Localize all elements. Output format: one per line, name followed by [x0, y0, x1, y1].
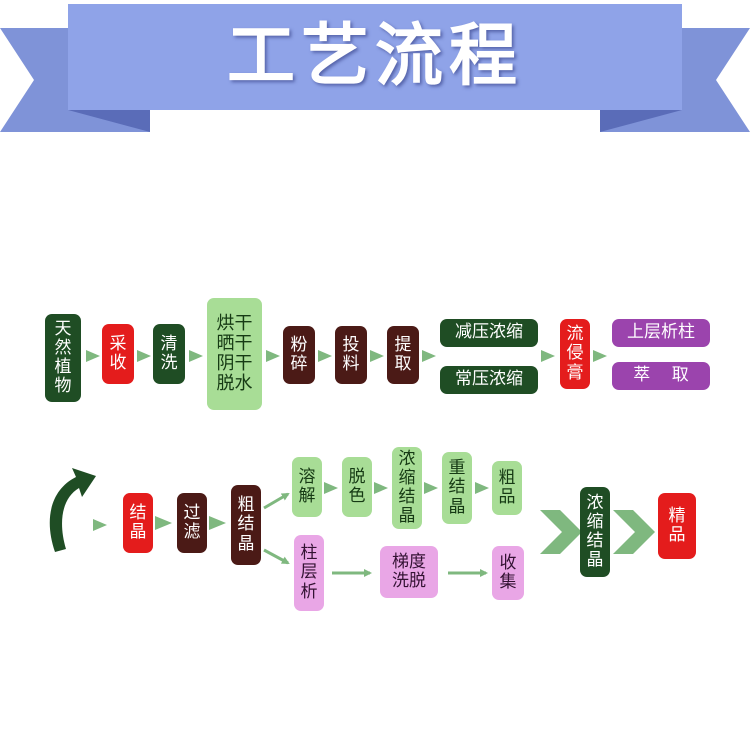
step-harvest: 采 收 [102, 324, 134, 384]
arrow-crystallize-filter [155, 516, 172, 530]
step-normal-concentrate: 常压浓缩 [440, 366, 538, 394]
arrow-dissolve-decolor [324, 482, 338, 494]
step-refined-product: 精 品 [658, 493, 696, 559]
arrow-big-1 [540, 510, 582, 554]
arrow-wash-dry [189, 350, 203, 362]
banner-main [68, 4, 682, 110]
return-curve-arrow [49, 468, 96, 552]
step-extract: 提 取 [387, 326, 419, 384]
title-banner [0, 4, 750, 132]
step-natural-plants: 天 然 植 物 [45, 314, 81, 402]
arrow-dry-crush [266, 350, 280, 362]
step-crude-crystal: 粗 结 晶 [231, 485, 261, 565]
arrow-recrystal-crude-product [475, 482, 489, 494]
step-column: 柱 层 析 [294, 535, 324, 611]
step-dry: 烘干 晒干 阴干 脱水 [207, 298, 262, 410]
step-concentrate-crystal: 浓 缩 结 晶 [392, 447, 422, 529]
arrow-feed-extract [370, 350, 384, 362]
arrow-concentrate-recrystal [424, 482, 438, 494]
arrow-crude-dissolve [263, 492, 290, 510]
arrow-start-crystallize [93, 519, 107, 531]
arrow-crude-column [263, 548, 290, 565]
step-crystallize: 结 晶 [123, 493, 153, 553]
arrow-concentrate-paste [541, 350, 555, 362]
banner-left-fold [68, 110, 150, 132]
arrow-filter-crude [209, 516, 226, 530]
banner-right-fold [600, 110, 682, 132]
arrow-extract-concentrate [422, 350, 436, 362]
arrow-plants-harvest [86, 350, 100, 362]
step-crude-product: 粗 品 [492, 461, 522, 515]
step-concentrate-crystal-final: 浓 缩 结 晶 [580, 487, 610, 577]
step-dissolve: 溶 解 [292, 457, 322, 517]
step-feed: 投 料 [335, 326, 367, 384]
arrow-crush-feed [318, 350, 332, 362]
step-extract-paste: 流 侵 膏 [560, 319, 590, 389]
arrow-big-2 [613, 510, 655, 554]
arrow-harvest-wash [137, 350, 151, 362]
step-filter: 过 滤 [177, 493, 207, 553]
step-extraction: 萃 取 [612, 362, 710, 390]
step-gradient-elution: 梯度 洗脱 [380, 546, 438, 598]
step-collect: 收 集 [492, 546, 524, 600]
step-crush: 粉 碎 [283, 326, 315, 384]
step-decolor: 脱 色 [342, 457, 372, 517]
step-wash: 清 洗 [153, 324, 185, 384]
step-recrystallize: 重 结 晶 [442, 452, 472, 524]
step-vacuum-concentrate: 减压浓缩 [440, 319, 538, 347]
step-upper-column: 上层析柱 [612, 319, 710, 347]
page-title: 工艺流程 [226, 17, 523, 96]
arrow-paste-column [593, 350, 607, 362]
arrow-decolor-concentrate [374, 482, 388, 494]
